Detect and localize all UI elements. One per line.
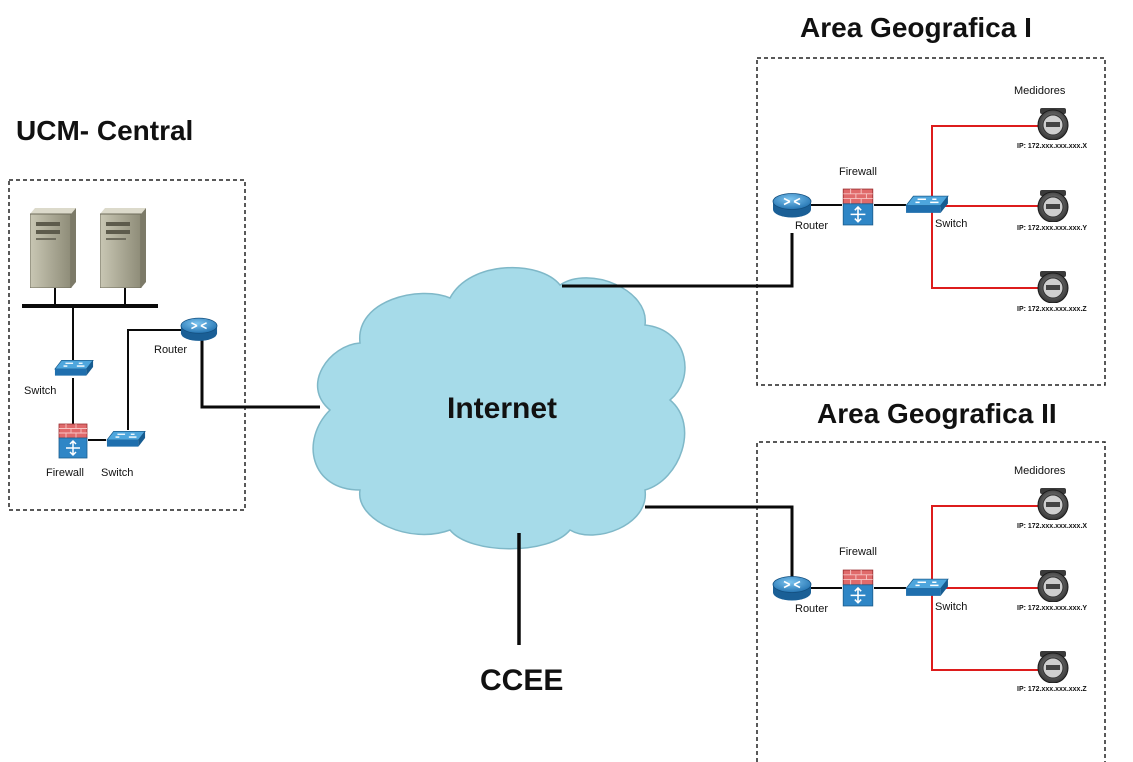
- area1-switch-icon: [905, 195, 949, 214]
- central-firewall-icon: [58, 423, 88, 459]
- area1-title: Area Geografica I: [800, 12, 1032, 43]
- area1-router-icon: [772, 192, 812, 219]
- area2-router-icon: [772, 575, 812, 602]
- area1-router-label: Router: [795, 220, 829, 232]
- central-router-icon: [180, 317, 218, 342]
- area2-meter-ip-z: IP: 172.xxx.xxx.xxx.Z: [1017, 686, 1087, 693]
- central-switch2-label: Switch: [101, 467, 134, 479]
- central-switch2-icon: [106, 430, 146, 448]
- area2-dashed-box: [756, 441, 1106, 762]
- server-icon: [100, 208, 146, 288]
- area2-meter-ip-y: IP: 172.xxx.xxx.xxx.Y: [1017, 605, 1088, 612]
- area1-meter-ip-x: IP: 172.xxx.xxx.xxx.X: [1017, 143, 1088, 150]
- central-switch-icon: [54, 359, 94, 377]
- internet-cloud: [312, 266, 686, 550]
- area2-firewall-icon: [842, 569, 874, 607]
- area1-switch-label: Switch: [935, 218, 968, 230]
- area2-meter-links: [931, 505, 1040, 671]
- area1-medidores-label: Medidores: [1014, 85, 1066, 97]
- area1-meter-links: [931, 125, 1040, 289]
- area2-title: Area Geografica II: [817, 398, 1057, 429]
- area1-firewall-label: Firewall: [839, 166, 877, 178]
- ccee-label: CCEE: [480, 664, 564, 697]
- area1-dashed-box: [756, 57, 1106, 386]
- server-icon: [30, 208, 76, 288]
- area2-router-label: Router: [795, 603, 829, 615]
- area1-meter-ip-y: IP: 172.xxx.xxx.xxx.Y: [1017, 225, 1088, 232]
- central-title: UCM- Central: [16, 115, 194, 146]
- central-firewall-label: Firewall: [46, 467, 84, 479]
- area2-medidores-label: Medidores: [1014, 465, 1066, 477]
- meter-icon: [1037, 570, 1069, 602]
- meter-icon: [1037, 488, 1069, 520]
- link-cloud-area2: [645, 505, 794, 585]
- meter-icon: [1037, 190, 1069, 222]
- link-cloud-central: [200, 338, 320, 409]
- central-switch-router: [127, 329, 182, 430]
- area2-meter-ip-x: IP: 172.xxx.xxx.xxx.X: [1017, 523, 1088, 530]
- central-switch-label: Switch: [24, 385, 57, 397]
- internet-label: Internet: [447, 392, 558, 425]
- central-dashed-box: [8, 179, 246, 511]
- link-cloud-area1: [562, 233, 794, 288]
- meter-icon: [1037, 271, 1069, 303]
- links: [22, 204, 906, 645]
- area1-firewall-icon: [842, 188, 874, 226]
- meter-icon: [1037, 108, 1069, 140]
- area2-firewall-label: Firewall: [839, 546, 877, 558]
- central-router-label: Router: [154, 344, 188, 356]
- meter-icon: [1037, 651, 1069, 683]
- area2-switch-icon: [905, 578, 949, 597]
- area1-meter-ip-z: IP: 172.xxx.xxx.xxx.Z: [1017, 306, 1087, 313]
- area2-switch-label: Switch: [935, 601, 968, 613]
